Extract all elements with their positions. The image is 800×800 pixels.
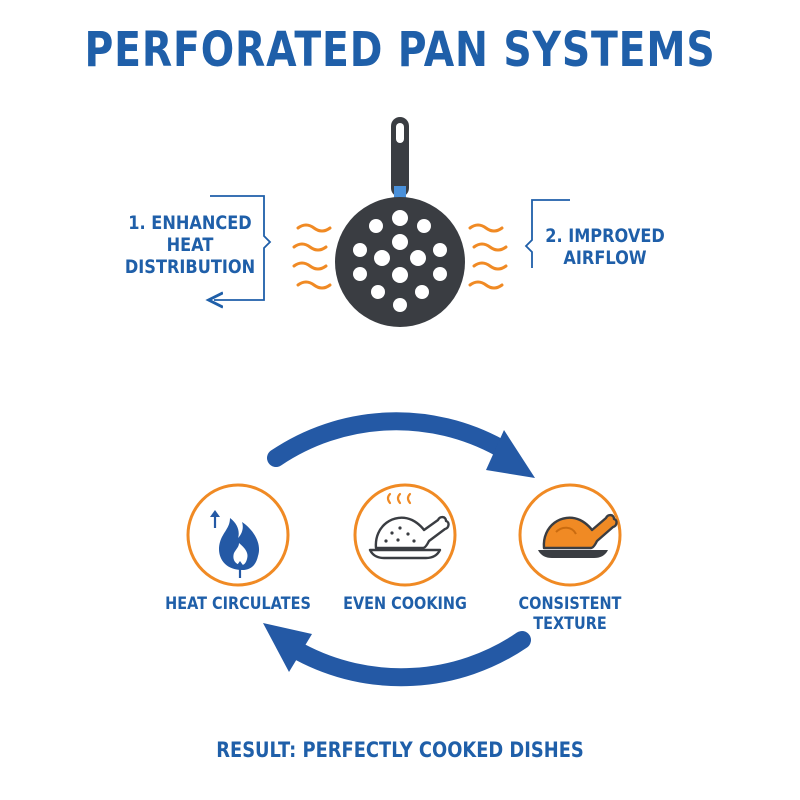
page-title: PERFORATED PAN SYSTEMS xyxy=(84,22,716,78)
left-bracket xyxy=(210,195,272,300)
heat-waves-right-icon xyxy=(468,223,508,290)
cooked-chicken-icon xyxy=(368,492,450,560)
step-1-line-1: HEAT CIRCULATES xyxy=(165,594,311,614)
flame-icon xyxy=(218,518,260,570)
benefit-2-line-1: 2. IMPROVED xyxy=(545,225,665,247)
step-1-label: HEAT CIRCULATES xyxy=(153,594,323,614)
benefit-2-line-2: AIRFLOW xyxy=(563,246,647,269)
up-arrow-icon xyxy=(210,510,245,578)
step-3-line-1: CONSISTENT xyxy=(518,594,622,614)
step-consistent-texture-circle xyxy=(518,483,622,587)
step-3-label: CONSISTENT TEXTURE xyxy=(485,594,655,635)
step-heat-circulates-circle xyxy=(186,483,290,587)
step-3-line-2: TEXTURE xyxy=(533,614,607,635)
benefit-1-label: 1. ENHANCED HEAT DISTRIBUTION xyxy=(118,212,263,279)
benefit-1-line-3: DISTRIBUTION xyxy=(124,255,256,278)
benefit-1-line-2: HEAT xyxy=(166,233,214,256)
benefit-1-line-1: 1. ENHANCED xyxy=(128,212,252,234)
step-2-line-1: EVEN COOKING xyxy=(343,594,467,614)
benefit-2-label: 2. IMPROVED AIRFLOW xyxy=(537,225,673,270)
roast-chicken-icon xyxy=(538,513,618,558)
cycle-arrow-bottom xyxy=(263,623,531,687)
result-text: RESULT: PERFECTLY COOKED DISHES xyxy=(216,738,584,762)
right-bracket xyxy=(524,199,570,268)
heat-waves-left-icon xyxy=(292,223,332,290)
perforated-pan-icon xyxy=(335,117,465,327)
step-2-label: EVEN COOKING xyxy=(320,594,490,614)
cycle-arrow-top xyxy=(267,412,535,478)
step-even-cooking-circle xyxy=(353,483,457,587)
